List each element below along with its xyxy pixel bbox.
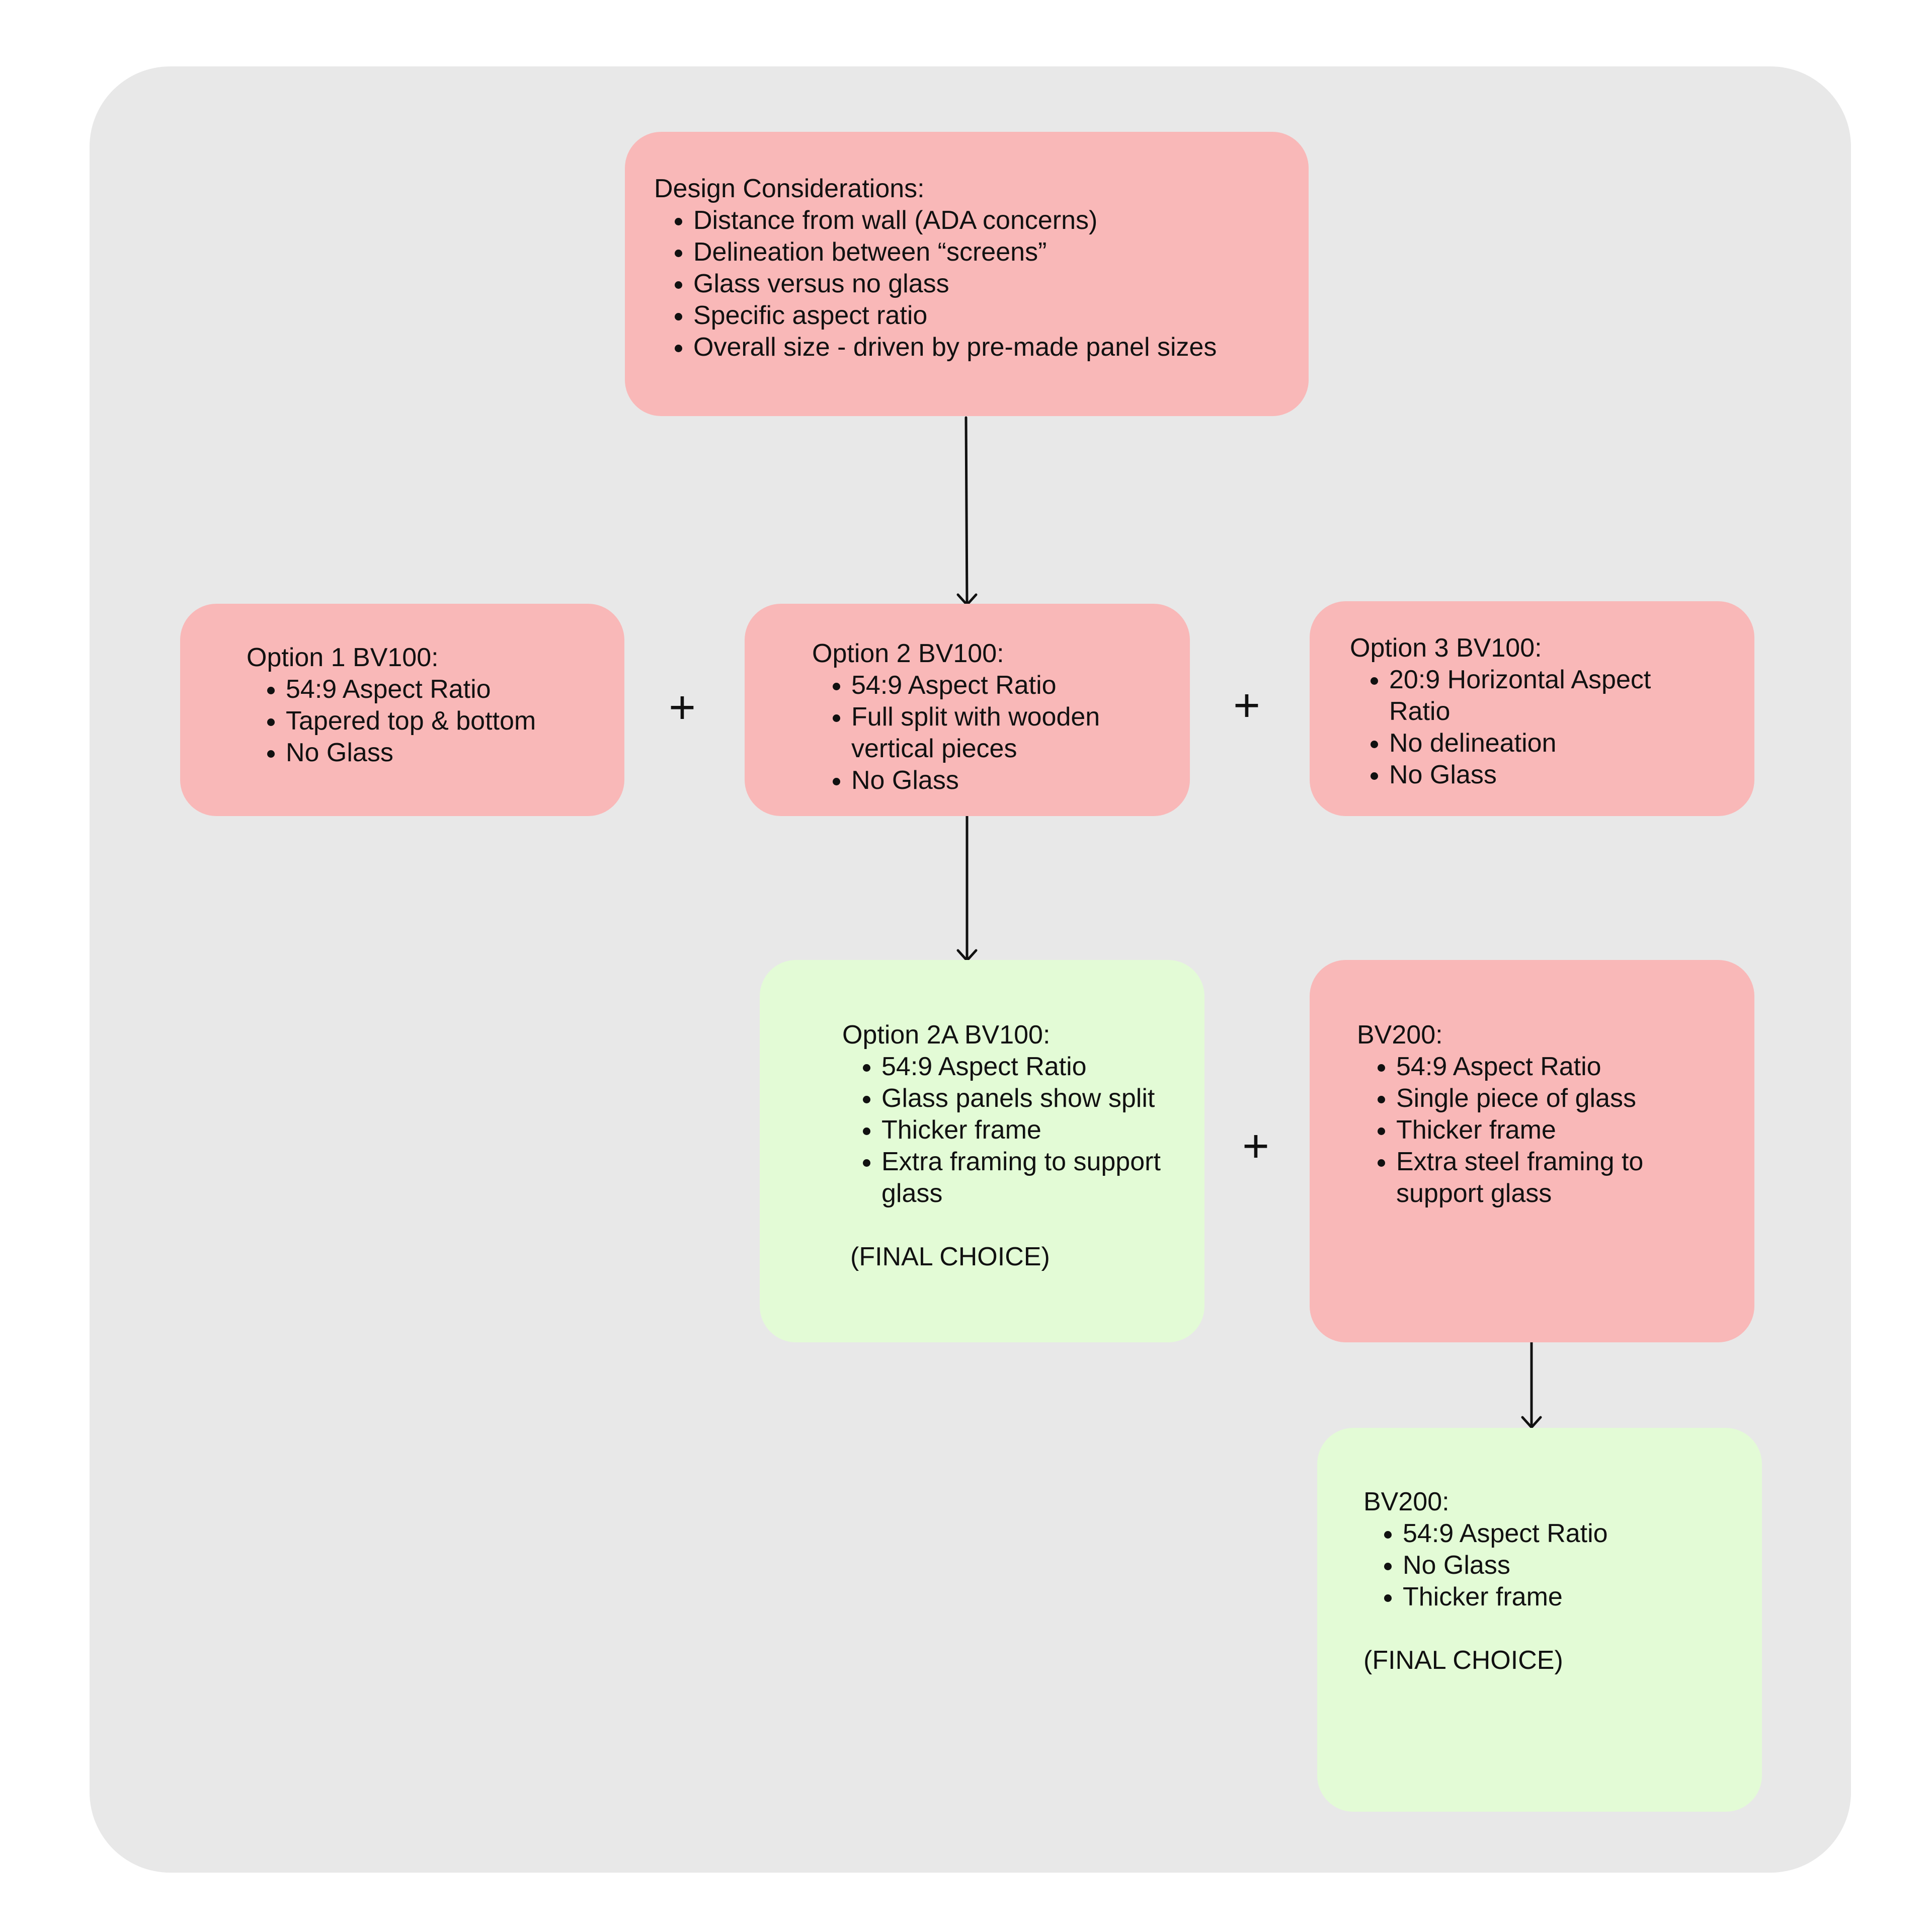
list-item: Thicker frame: [881, 1114, 1194, 1146]
list-item: 20:9 Horizontal Aspect Ratio: [1389, 664, 1691, 728]
final-choice-label: (FINAL CHOICE): [850, 1242, 1050, 1271]
bv200-final-node: BV200: 54:9 Aspect Ratio No Glass Thicke…: [1317, 1428, 1762, 1812]
list-item: No Glass: [1389, 759, 1734, 791]
bullet-list: Distance from wall (ADA concerns) Deline…: [654, 205, 1309, 363]
node-title: Option 3 BV100:: [1350, 633, 1542, 663]
list-item: 54:9 Aspect Ratio: [881, 1051, 1194, 1083]
final-choice-label: (FINAL CHOICE): [1363, 1646, 1563, 1675]
option-3-node: Option 3 BV100: 20:9 Horizontal Aspect R…: [1310, 601, 1754, 816]
option-2a-node: Option 2A BV100: 54:9 Aspect Ratio Glass…: [760, 960, 1204, 1342]
node-title: Option 2A BV100:: [842, 1020, 1051, 1050]
bullet-list: 20:9 Horizontal Aspect Ratio No delineat…: [1350, 664, 1734, 791]
list-item: Full split with wooden vertical pieces: [851, 701, 1133, 765]
list-item: Distance from wall (ADA concerns): [693, 205, 1309, 236]
node-title: BV200:: [1357, 1020, 1443, 1050]
list-item: Glass versus no glass: [693, 268, 1309, 300]
design-considerations-node: Design Considerations: Distance from wal…: [625, 132, 1309, 416]
list-item: Delineation between “screens”: [693, 236, 1309, 268]
plus-sign-1-2: +: [669, 682, 696, 733]
list-item: Tapered top & bottom: [286, 705, 624, 737]
list-item: 54:9 Aspect Ratio: [1403, 1518, 1742, 1550]
list-item: Thicker frame: [1396, 1114, 1734, 1146]
list-item: No Glass: [851, 765, 1170, 796]
list-item: Single piece of glass: [1396, 1083, 1734, 1114]
list-item: Thicker frame: [1403, 1581, 1742, 1613]
list-item: 54:9 Aspect Ratio: [1396, 1051, 1734, 1083]
option-1-node: Option 1 BV100: 54:9 Aspect Ratio Tapere…: [180, 604, 624, 816]
bullet-list: 54:9 Aspect Ratio Tapered top & bottom N…: [247, 674, 624, 769]
bullet-list: 54:9 Aspect Ratio Glass panels show spli…: [842, 1051, 1194, 1210]
list-item: Extra steel framing to support glass: [1396, 1146, 1698, 1210]
list-item: Specific aspect ratio: [693, 300, 1309, 332]
node-title: Design Considerations:: [654, 174, 925, 203]
list-item: 54:9 Aspect Ratio: [851, 670, 1170, 701]
bullet-list: 54:9 Aspect Ratio Full split with wooden…: [812, 670, 1170, 796]
option-2-node: Option 2 BV100: 54:9 Aspect Ratio Full s…: [745, 604, 1190, 816]
list-item: No Glass: [1403, 1550, 1742, 1581]
bullet-list: 54:9 Aspect Ratio No Glass Thicker frame: [1363, 1518, 1742, 1613]
node-title: BV200:: [1363, 1487, 1450, 1516]
list-item: Extra framing to support glass: [881, 1146, 1203, 1210]
list-item: 54:9 Aspect Ratio: [286, 674, 624, 705]
plus-sign-2a-bv200: +: [1242, 1120, 1269, 1172]
list-item: Overall size - driven by pre-made panel …: [693, 332, 1309, 363]
plus-sign-2-3: +: [1233, 680, 1260, 731]
node-title: Option 1 BV100:: [247, 643, 439, 672]
bv200-glass-node: BV200: 54:9 Aspect Ratio Single piece of…: [1310, 960, 1754, 1342]
list-item: No Glass: [286, 737, 624, 769]
list-item: No delineation: [1389, 728, 1734, 759]
bullet-list: 54:9 Aspect Ratio Single piece of glass …: [1357, 1051, 1734, 1210]
node-title: Option 2 BV100:: [812, 639, 1004, 668]
list-item: Glass panels show split: [881, 1083, 1194, 1114]
